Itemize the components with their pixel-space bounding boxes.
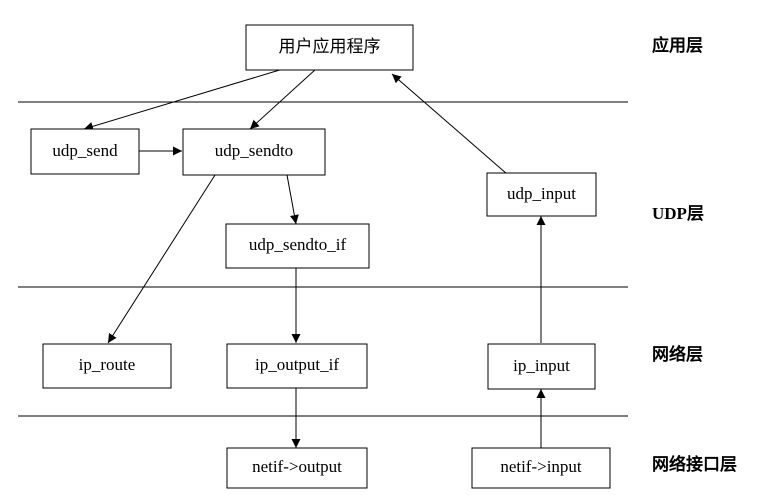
edge-udp-sendto-to-udp-sendto-if	[286, 174, 299, 225]
layer-label-netif: 网络接口层	[652, 454, 737, 474]
box-udp-input: udp_input	[486, 172, 597, 217]
edge-udp-input-to-app	[391, 73, 508, 175]
box-udp-input-label: udp_input	[507, 184, 576, 203]
box-ip-output-if-label: ip_output_if	[255, 355, 339, 374]
box-netif-input: netif->input	[471, 447, 611, 489]
edge-app-to-udp-sendto	[249, 68, 317, 130]
box-app-program-label: 用户应用程序	[279, 37, 381, 56]
box-netif-output-label: netif->output	[252, 457, 342, 476]
box-udp-sendto: udp_sendto	[182, 128, 326, 176]
layer-label-network: 网络层	[652, 344, 703, 364]
box-app-program: 用户应用程序	[245, 24, 414, 71]
box-udp-sendto-if: udp_sendto_if	[225, 223, 370, 269]
box-netif-input-label: netif->input	[500, 457, 582, 476]
box-ip-route: ip_route	[42, 343, 172, 389]
box-udp-sendto-label: udp_sendto	[215, 141, 293, 160]
box-udp-sendto-if-label: udp_sendto_if	[249, 235, 347, 254]
box-ip-output-if: ip_output_if	[226, 343, 368, 389]
box-ip-route-label: ip_route	[79, 355, 136, 374]
edge-udp-sendto-to-ip-route	[107, 174, 216, 344]
edges-group	[83, 68, 546, 448]
layer-label-udp: UDP层	[652, 204, 704, 223]
edge-app-to-udp-send	[83, 68, 284, 131]
box-udp-send-label: udp_send	[52, 141, 118, 160]
box-ip-input: ip_input	[487, 343, 596, 390]
box-ip-input-label: ip_input	[513, 356, 570, 375]
box-netif-output: netif->output	[226, 447, 368, 489]
box-udp-send: udp_send	[30, 128, 140, 175]
layer-label-app: 应用层	[652, 35, 703, 55]
